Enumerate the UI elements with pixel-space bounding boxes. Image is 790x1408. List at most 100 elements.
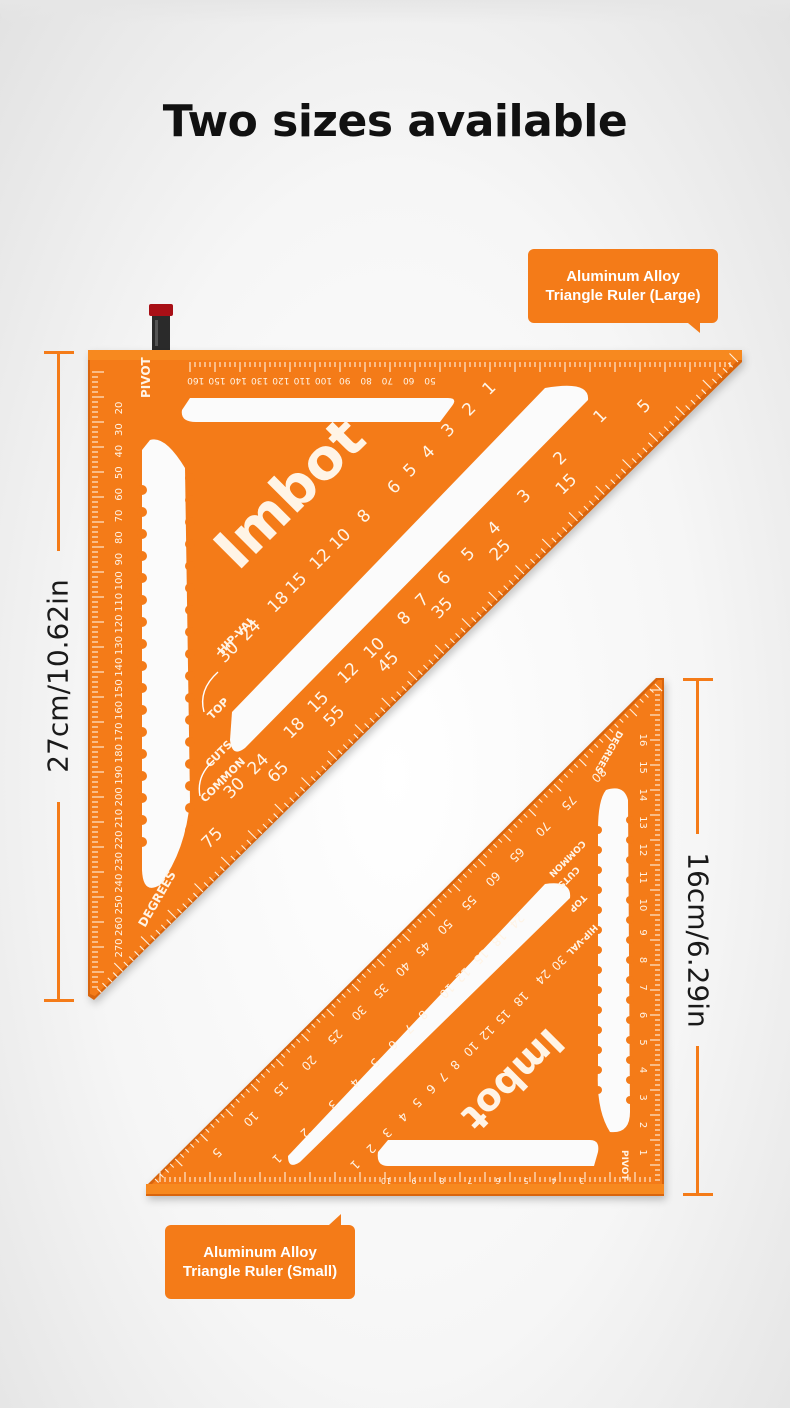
ruler-tick — [257, 829, 263, 835]
ruler-numeral: 250 — [114, 895, 125, 914]
ruler-tick — [631, 458, 637, 464]
ruler-tick — [220, 856, 231, 866]
ruler-tick — [674, 415, 680, 421]
ruler-numeral: 3 — [637, 1094, 648, 1100]
ruler-tick — [113, 962, 124, 972]
ruler-numeral: 240 — [114, 874, 125, 893]
ruler-tick — [553, 783, 562, 792]
ruler-tick — [460, 627, 466, 633]
ruler-tick — [107, 977, 113, 983]
ruler-tick — [417, 918, 422, 923]
ruler-tick — [488, 591, 498, 601]
ruler-tick — [369, 717, 375, 723]
ruler-tick — [467, 868, 473, 873]
ruler-tick — [535, 553, 541, 559]
ruler-tick — [326, 1008, 335, 1017]
ruler-tick — [310, 776, 316, 782]
ruler-tick — [380, 707, 386, 713]
ruler-tick — [487, 601, 493, 607]
ruler-tick — [578, 511, 584, 517]
callout-large-line2: Triangle Ruler (Large) — [545, 287, 701, 304]
ruler-tick — [538, 798, 543, 803]
large-dimension-line-upper — [57, 351, 60, 551]
ruler-tick — [321, 765, 327, 771]
ruler-tick — [210, 1123, 215, 1128]
ruler-numeral: 90 — [339, 375, 351, 385]
ruler-tick — [230, 1103, 235, 1108]
ruler-tick — [300, 786, 306, 792]
ruler-tick — [203, 882, 209, 888]
ruler-tick — [615, 473, 621, 479]
ruler-tick — [190, 1143, 195, 1148]
ruler-tick — [353, 733, 359, 739]
headline: Two sizes available — [162, 96, 628, 147]
ruler-tick — [568, 768, 574, 773]
ruler-numeral: 160 — [187, 375, 204, 385]
ruler-tick — [386, 948, 392, 953]
large-cutouts — [142, 385, 589, 888]
ruler-tick — [396, 691, 402, 697]
ruler-tick — [376, 958, 385, 967]
large-pivot-label: PIVOT — [139, 356, 153, 398]
ruler-tick — [508, 579, 514, 585]
ruler-tick — [695, 394, 701, 400]
ruler-tick — [408, 671, 418, 681]
ruler-tick — [432, 903, 437, 908]
small-cutouts — [288, 788, 630, 1166]
ruler-tick — [200, 1133, 208, 1142]
ruler-tick — [528, 808, 537, 817]
ruler-tick — [594, 743, 599, 748]
callout-small-line2: Triangle Ruler (Small) — [182, 1263, 338, 1280]
ruler-tick — [407, 928, 412, 933]
ruler-numeral: 70 — [114, 510, 125, 523]
ruler-tick — [364, 723, 370, 729]
ruler-numeral: 12 — [637, 844, 648, 857]
ruler-tick — [477, 858, 486, 867]
ruler-tick — [540, 548, 546, 554]
ruler-numeral: 200 — [114, 787, 125, 806]
ruler-tick — [296, 1038, 301, 1043]
ruler-numeral: 5 — [523, 1176, 528, 1185]
ruler-numeral: 90 — [114, 553, 125, 566]
small-dimension-line-lower — [696, 1046, 699, 1196]
ruler-tick — [634, 703, 639, 708]
ruler-numeral: 20 — [114, 402, 125, 415]
ruler-numeral: 140 — [114, 658, 125, 677]
callout-large-line1: Aluminum Alloy — [566, 268, 680, 285]
ruler-tick — [619, 718, 624, 723]
ruler-tick — [214, 871, 220, 877]
ruler-tick — [481, 606, 487, 612]
ruler-tick — [513, 823, 518, 828]
ruler-tick — [401, 685, 407, 691]
ruler-tick — [351, 983, 360, 992]
ruler-tick — [128, 956, 134, 962]
ruler-numeral: 110 — [293, 375, 310, 385]
ruler-tick — [341, 993, 346, 998]
ruler-tick — [342, 744, 348, 750]
ruler-tick — [205, 1128, 210, 1133]
ruler-tick — [366, 968, 372, 973]
ruler-tick — [316, 770, 322, 776]
ruler-numeral: 170 — [114, 722, 125, 741]
ruler-tick — [167, 909, 177, 919]
ruler-tick — [337, 749, 343, 755]
ruler-tick — [262, 823, 268, 829]
ruler-numeral: 120 — [114, 614, 125, 633]
ruler-tick — [514, 574, 520, 580]
ruler-tick — [423, 664, 429, 670]
ruler-tick — [112, 972, 118, 978]
ruler-numeral: 7 — [637, 984, 648, 990]
ruler-tick — [392, 943, 397, 948]
ruler-tick — [449, 638, 455, 644]
ruler-tick — [280, 1053, 286, 1058]
ruler-numeral: 8 — [439, 1176, 444, 1185]
ruler-tick — [604, 484, 610, 490]
ruler-tick — [422, 913, 427, 918]
ruler-tick — [610, 479, 616, 485]
ruler-tick — [134, 950, 140, 956]
ruler-tick — [471, 617, 477, 623]
ruler-tick — [187, 897, 193, 903]
ruler-tick — [701, 389, 707, 395]
ruler-tick — [150, 935, 156, 941]
ruler-tick — [558, 778, 563, 783]
